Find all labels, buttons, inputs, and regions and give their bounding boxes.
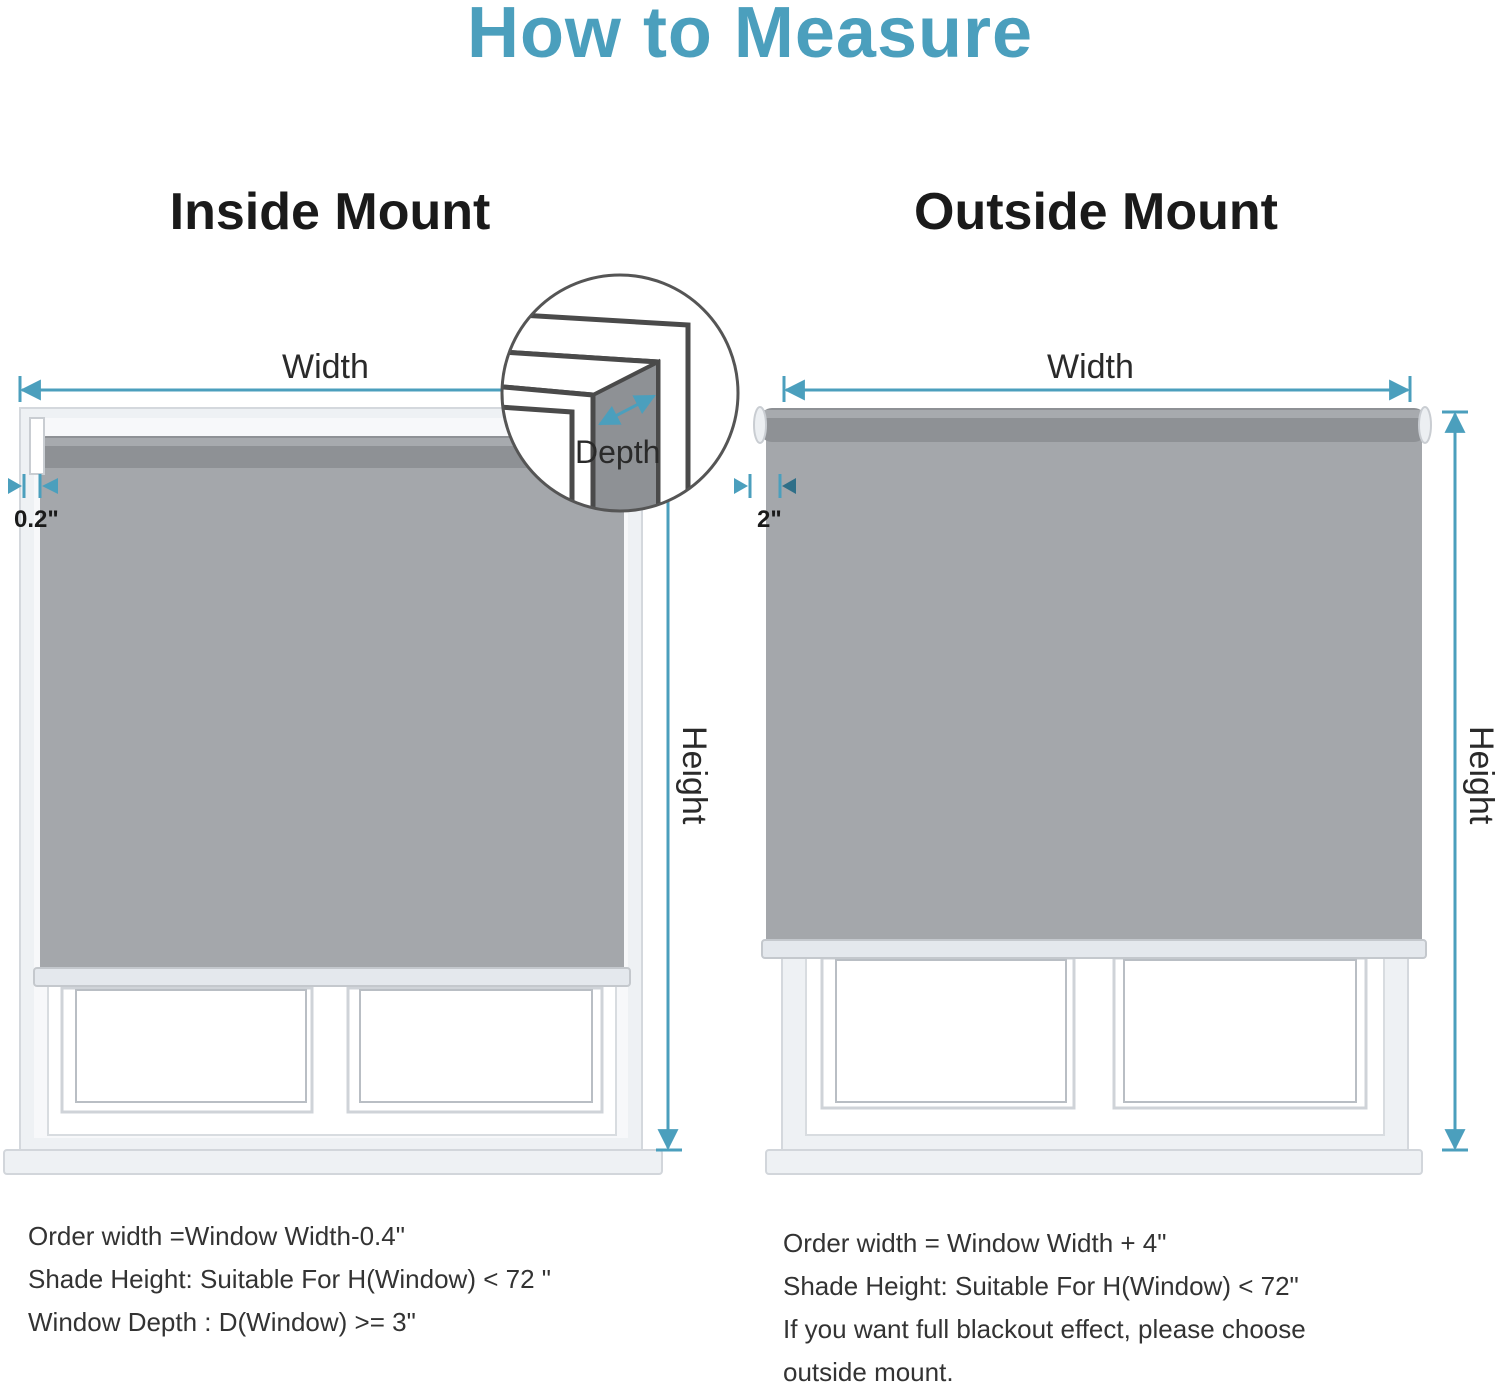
outside-width-label: Width <box>1047 348 1134 386</box>
outside-note-blackout: If you want full blackout effect, please… <box>783 1314 1306 1344</box>
inside-gap-label: 0.2" <box>14 506 59 533</box>
inside-mount-notes: Order width =Window Width-0.4" Shade Hei… <box>28 1215 551 1344</box>
inside-gap-marker <box>8 474 58 498</box>
inside-note-window-depth: Window Depth : D(Window) >= 3" <box>28 1307 416 1337</box>
outside-height-dimension <box>1442 410 1468 1152</box>
outside-shade-fabric <box>766 430 1422 942</box>
inside-bracket <box>29 417 45 475</box>
inside-height-dimension <box>656 500 682 1152</box>
outside-mount-notes: Order width = Window Width + 4" Shade He… <box>783 1222 1306 1394</box>
inside-bottom-rail <box>33 967 631 987</box>
inside-note-shade-height: Shade Height: Suitable For H(Window) < 7… <box>28 1264 551 1294</box>
outside-bottom-rail <box>761 939 1427 959</box>
page-title: How to Measure <box>466 0 1034 73</box>
inside-mount-heading: Inside Mount <box>169 183 491 241</box>
outside-note-order-width: Order width = Window Width + 4" <box>783 1228 1167 1258</box>
inside-shade-fabric <box>40 450 624 970</box>
outside-note-shade-height: Shade Height: Suitable For H(Window) < 7… <box>783 1271 1299 1301</box>
inside-height-label: Height <box>675 726 713 825</box>
outside-note-blackout-cont: outside mount. <box>783 1357 954 1387</box>
outside-height-label: Height <box>1462 726 1500 825</box>
outside-mount-window <box>753 406 1432 1175</box>
outside-width-dimension <box>782 376 1412 402</box>
inside-width-dimension <box>18 376 510 402</box>
inside-width-label: Width <box>282 348 369 386</box>
depth-label: Depth <box>575 434 661 470</box>
outside-gap-marker <box>734 474 796 498</box>
inside-mount-window <box>3 407 663 1175</box>
inside-note-order-width: Order width =Window Width-0.4" <box>28 1221 405 1251</box>
outside-mount-heading: Outside Mount <box>914 183 1278 241</box>
outside-gap-label: 2" <box>757 506 782 533</box>
